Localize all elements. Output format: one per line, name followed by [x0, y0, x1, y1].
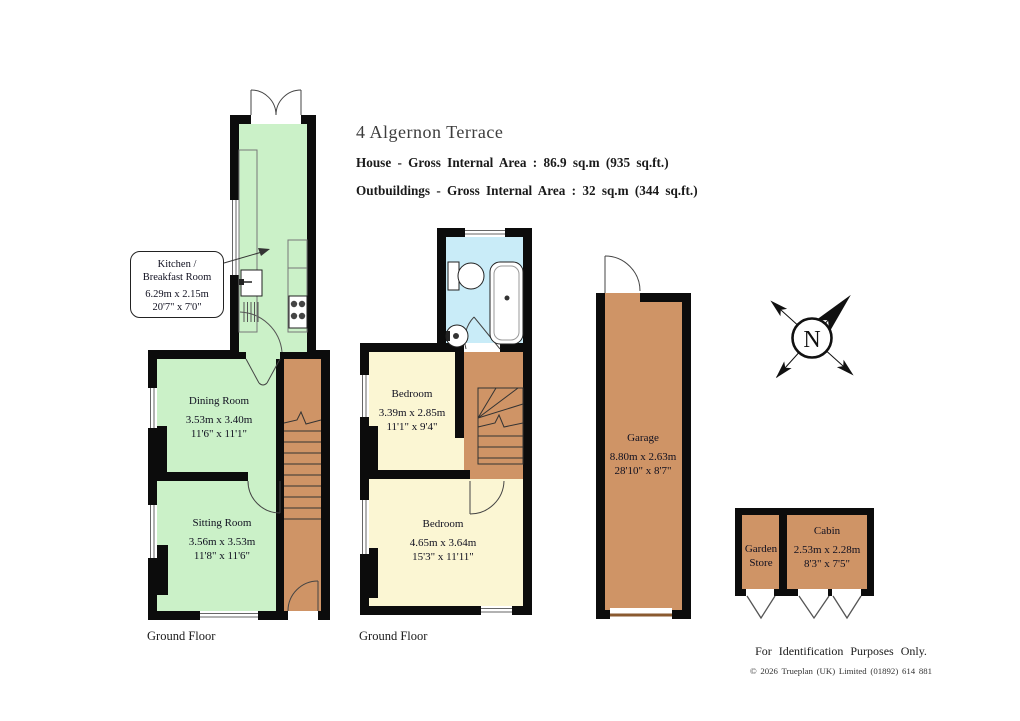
basin-icon — [445, 324, 469, 348]
garage-imperial: 28'10" x 8'7" — [614, 465, 672, 477]
outbuilding-doors — [746, 589, 862, 620]
bedroom1-name: Bedroom — [391, 388, 433, 400]
garden-store-label: Garden Store — [745, 542, 777, 570]
cabin-fill — [787, 515, 867, 589]
bedroom2-metric: 4.65m x 3.64m — [409, 537, 477, 549]
toilet-icon — [447, 261, 485, 291]
cabin-metric: 2.53m x 2.28m — [793, 544, 861, 556]
kitchen-label-box: Kitchen / Breakfast Room 6.29m x 2.15m 2… — [130, 251, 224, 318]
bedroom2-imperial: 15'3" x 11'11" — [412, 551, 474, 563]
kitchen-counter — [238, 149, 308, 333]
garage-metric: 8.80m x 2.63m — [609, 451, 677, 463]
sitting-room-door — [247, 480, 281, 514]
garage-side-door — [604, 255, 641, 302]
garage-plan — [596, 255, 691, 620]
bedroom2-name: Bedroom — [422, 518, 464, 530]
dining-room-label: Dining Room 3.53m x 3.40m 11'6" x 11'1" — [186, 394, 253, 441]
garage-main-door — [610, 608, 672, 620]
kitchen-imperial: 20'7" x 7'0" — [152, 302, 202, 313]
kitchen-window — [230, 200, 239, 275]
sitting-room-label: Sitting Room 3.56m x 3.53m 11'8" x 11'6" — [189, 516, 256, 563]
garage-label: Garage 8.80m x 2.63m 28'10" x 8'7" — [610, 431, 677, 478]
bedroom1-window — [360, 375, 369, 417]
landing-fill — [464, 352, 523, 479]
bathroom-window — [465, 228, 505, 237]
hallway-fill — [284, 359, 321, 611]
dining-room-imperial: 11'6" x 11'1" — [190, 428, 248, 440]
bedroom1-landing-wall — [455, 352, 464, 438]
hob-icon — [288, 295, 308, 329]
bedroom1-chimney-breast — [369, 426, 378, 470]
dining-window — [148, 388, 157, 428]
bedroom1-door-opening — [455, 438, 464, 470]
bedroom2-label: Bedroom 4.65m x 3.64m 15'3" x 11'11" — [410, 517, 477, 564]
bath-icon — [489, 261, 524, 345]
house-ground-floor-plan — [148, 89, 330, 620]
kitchen-metric: 6.29m x 2.15m — [145, 289, 209, 300]
bedroom1-label: Bedroom 3.39m x 2.85m 11'1" x 9'4" — [379, 387, 446, 434]
sitting-bottom-window — [200, 611, 258, 620]
garden-french-doors — [250, 89, 302, 124]
cabin-name: Cabin — [813, 525, 841, 537]
ground-floor-label-left: Ground Floor — [147, 629, 216, 643]
dining-sitting-opening — [248, 472, 276, 481]
garden-store-name-line1: Garden — [744, 543, 778, 555]
bedroom1-imperial: 11'1" x 9'4" — [386, 421, 438, 433]
garage-fill — [605, 302, 682, 610]
cabin-label: Cabin 2.53m x 2.28m 8'3" x 7'5" — [794, 524, 861, 571]
front-door — [287, 580, 319, 620]
compass-letter: N — [803, 327, 820, 353]
sitting-chimney-breast — [157, 545, 168, 595]
bedroom2-bottom-window — [481, 606, 512, 615]
identification-text: For Identification Purposes Only. — [755, 644, 927, 658]
sitting-room-name: Sitting Room — [192, 517, 252, 529]
garden-store-fill — [742, 515, 779, 589]
sitting-room-imperial: 11'8" x 11'6" — [193, 550, 251, 562]
compass-north-icon: N — [770, 294, 854, 379]
bedroom2-window — [360, 500, 369, 554]
page-title: 4 Algernon Terrace — [356, 122, 504, 142]
house-area-text: House - Gross Internal Area : 86.9 sq.m … — [356, 155, 669, 170]
bedroom-divider-wall — [369, 470, 470, 479]
garage-name: Garage — [627, 432, 659, 444]
kitchen-door-swing — [239, 311, 283, 353]
sitting-room-metric: 3.56m x 3.53m — [188, 536, 256, 548]
bedroom1-fill — [369, 352, 455, 470]
dining-room-metric: 3.53m x 3.40m — [185, 414, 253, 426]
ground-floor-label-middle: Ground Floor — [359, 629, 428, 643]
bedroom1-metric: 3.39m x 2.85m — [378, 407, 446, 419]
copyright-text: © 2026 Trueplan (UK) Limited (01892) 614… — [749, 666, 933, 676]
outbuilding-plan — [735, 508, 874, 620]
garden-store-name-line2: Store — [749, 557, 773, 569]
bedroom2-door — [469, 480, 505, 515]
kitchen-label-leader — [223, 248, 270, 264]
kitchen-name-line2: Breakfast Room — [142, 272, 212, 283]
kitchen-name-line1: Kitchen / — [157, 259, 197, 270]
bedroom2-chimney-breast — [369, 548, 378, 598]
sink-icon — [239, 269, 263, 322]
upper-staircase — [477, 387, 524, 465]
kitchen-dining-opening — [246, 350, 280, 359]
outbuildings-area-text: Outbuildings - Gross Internal Area : 32 … — [356, 183, 698, 198]
dining-chimney-breast — [157, 426, 167, 472]
house-upper-floor-plan — [360, 228, 532, 615]
sitting-window — [148, 505, 157, 558]
dining-double-doors — [245, 358, 281, 386]
dining-room-name: Dining Room — [188, 395, 250, 407]
staircase — [283, 410, 322, 520]
cabin-imperial: 8'3" x 7'5" — [804, 558, 850, 570]
